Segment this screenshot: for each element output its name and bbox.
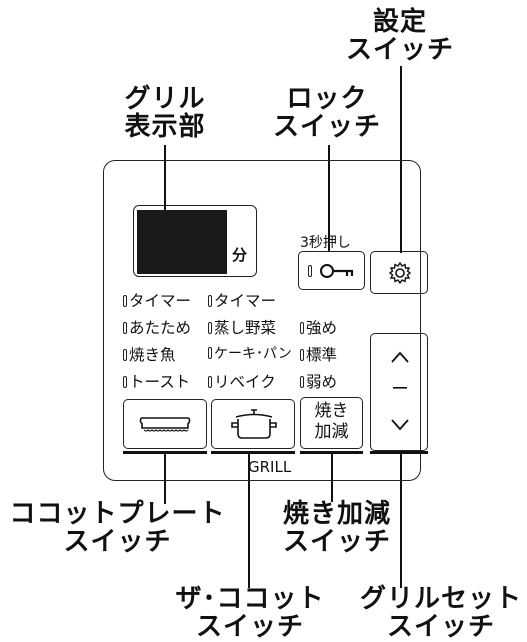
doneness-button-line1: 焼き	[314, 401, 349, 421]
mode-led	[208, 322, 212, 334]
mode-led	[208, 295, 212, 307]
callout-line2: スイッチ	[195, 612, 304, 642]
grill-label: GRILL	[248, 458, 292, 476]
doneness-text: 標準	[306, 346, 338, 364]
grill-display-screen	[137, 210, 227, 274]
mode-led	[208, 347, 212, 359]
mode-text: リベイク	[214, 373, 276, 391]
callout-line2: スイッチ	[272, 112, 381, 142]
callout-line2: スイッチ	[386, 612, 495, 642]
mode-led	[123, 295, 127, 307]
button-underline	[370, 451, 428, 454]
button-underline	[300, 451, 363, 454]
doneness-led	[300, 376, 304, 388]
doneness-button[interactable]: 焼き 加減	[300, 397, 363, 449]
doneness-label: 強め	[300, 316, 337, 338]
mode-label: 焼き魚	[123, 343, 176, 365]
mode-text: 焼き魚	[129, 346, 176, 364]
lock-led	[308, 265, 312, 277]
key-icon	[320, 264, 354, 278]
callout-line2: スイッチ	[63, 527, 172, 557]
mode-text: あたため	[129, 319, 192, 337]
callout-line1: グリルセット	[359, 584, 522, 614]
lock-button[interactable]	[298, 251, 365, 290]
doneness-label: 標準	[300, 343, 337, 365]
callout-line1: グリル	[124, 84, 206, 114]
mode-label: リベイク	[208, 370, 276, 392]
mode-led	[123, 376, 127, 388]
mode-label: 蒸し野菜	[208, 316, 276, 338]
mode-text: ケーキ･パン	[214, 346, 292, 362]
doneness-led	[300, 349, 304, 361]
display-unit: 分	[232, 246, 248, 264]
doneness-text: 弱め	[306, 373, 338, 391]
button-underline	[211, 451, 295, 454]
cocotte-plate-button[interactable]	[123, 399, 207, 449]
callout-line1: 設定	[372, 7, 427, 37]
mode-label: タイマー	[208, 289, 276, 311]
callout-line1: ザ･ココット	[175, 584, 325, 614]
mode-label: トースト	[123, 370, 190, 392]
mode-led	[208, 376, 212, 388]
grill-set-switch-callout: グリルセット スイッチ	[356, 585, 526, 641]
lock-hint: 3秒押し	[300, 235, 351, 251]
button-underline	[123, 451, 207, 454]
chevron-up-icon	[391, 351, 409, 363]
doneness-text: 強め	[306, 319, 338, 337]
leader-display	[164, 145, 166, 211]
mode-label: タイマー	[123, 289, 191, 311]
settings-switch-callout: 設定 スイッチ	[345, 8, 455, 64]
callout-line1: ココットプレート	[9, 499, 226, 529]
pot-icon	[231, 409, 277, 439]
leader-pot	[248, 452, 250, 588]
the-cocotte-button[interactable]	[211, 399, 295, 449]
chevron-down-icon	[391, 419, 409, 431]
leader-grillset	[400, 452, 402, 588]
mode-text: タイマー	[214, 292, 277, 310]
mode-text: 蒸し野菜	[214, 319, 277, 337]
doneness-led	[300, 322, 304, 334]
mode-label: あたため	[123, 316, 191, 338]
mode-text: タイマー	[129, 292, 192, 310]
leader-doneness	[331, 452, 333, 502]
callout-line1: 焼き加減	[282, 499, 391, 529]
mode-led	[123, 349, 127, 361]
minus-icon	[393, 387, 407, 389]
callout-line2: スイッチ	[345, 35, 454, 65]
cocotte-plate-switch-callout: ココットプレート スイッチ	[5, 500, 230, 556]
callout-line2: スイッチ	[282, 527, 391, 557]
callout-line2: 表示部	[124, 112, 206, 142]
leader-plate	[164, 452, 166, 504]
plate-icon	[139, 417, 191, 432]
doneness-label: 弱め	[300, 370, 337, 392]
settings-button[interactable]	[370, 251, 428, 294]
doneness-switch-callout: 焼き加減 スイッチ	[272, 500, 402, 556]
mode-led	[123, 322, 127, 334]
grill-display-callout: グリル 表示部	[110, 85, 220, 141]
callout-line1: ロック	[286, 84, 368, 114]
grill-display	[133, 205, 257, 277]
leader-settings	[400, 66, 402, 253]
the-cocotte-switch-callout: ザ･ココット スイッチ	[165, 585, 335, 641]
grill-set-button[interactable]	[370, 333, 428, 451]
leader-lock	[328, 145, 330, 251]
doneness-button-line2: 加減	[314, 422, 349, 442]
mode-text: トースト	[129, 373, 191, 391]
mode-label: ケーキ･パン	[208, 343, 292, 363]
control-panel	[103, 160, 421, 481]
gear-icon	[388, 261, 412, 285]
lock-switch-callout: ロック スイッチ	[272, 85, 382, 141]
